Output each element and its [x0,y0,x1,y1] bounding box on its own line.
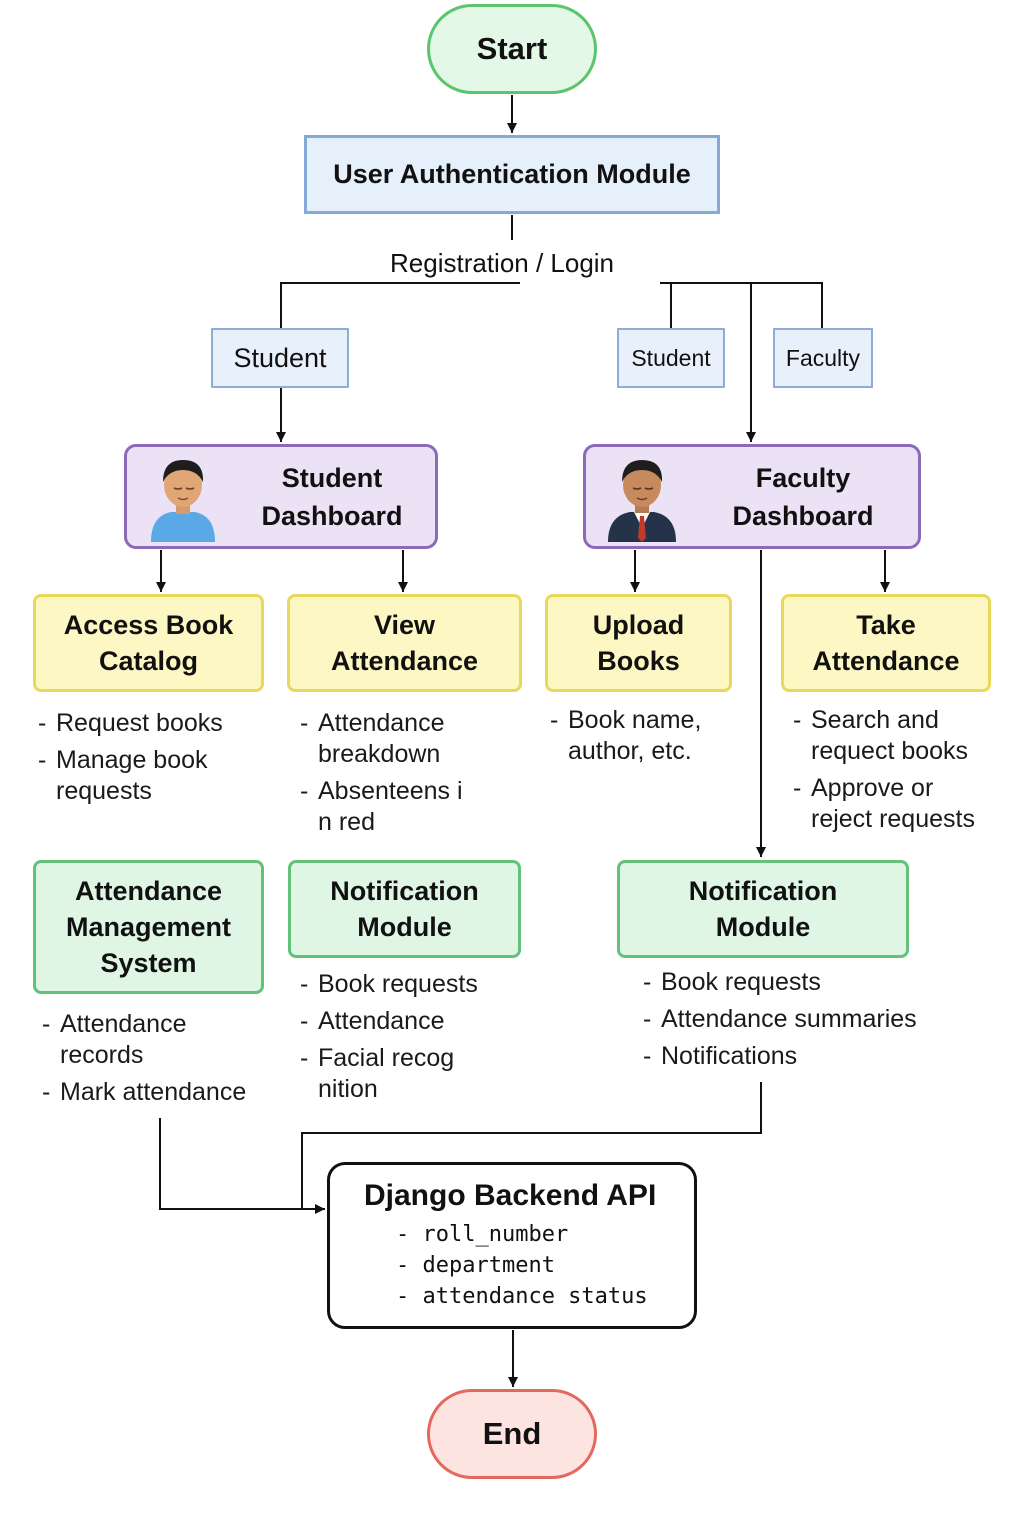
faculty-avatar-icon [608,459,676,542]
end-label: End [482,1416,542,1451]
notification-left-line2: Module [357,912,452,942]
django-backend-api: Django Backend API - roll_number - depar… [327,1162,697,1329]
notification-right-line2: Module [715,912,811,942]
note-item: Attendance summaries [641,1004,981,1035]
edge-to-student-left [280,282,520,328]
auth-module-label: User Authentication Module [333,159,691,189]
faculty-dashboard-line1: Faculty [755,462,851,493]
notification-module-left: Notification Module [288,860,521,958]
role-student-right: Student [617,328,725,388]
view-attendance-line1: View [373,610,436,640]
end-terminal: End [427,1389,597,1479]
access-book-catalog-line2: Catalog [98,646,198,676]
view-attendance: View Attendance [287,594,522,692]
registration-login-label: Registration / Login [390,248,615,278]
note-item: Mark attendance [40,1077,300,1108]
start-terminal: Start [427,4,597,94]
view-attendance-line2: Attendance [330,646,479,676]
take-attendance-notes: Search and requect books Approve or reje… [791,705,1016,841]
attendance-management-system: Attendance Management System [33,860,264,994]
edge-split-right [660,282,823,328]
note-item: Attendance breakdown [298,708,538,770]
notification-left-line1: Notification [330,876,479,906]
faculty-dashboard: Faculty Dashboard [583,444,921,549]
role-student-left: Student [211,328,349,388]
ams-line2: Management [65,912,232,942]
role-student-right-label: Student [631,344,711,371]
edge-notification-backend [301,1082,762,1209]
ams-line3: System [100,948,197,978]
role-faculty: Faculty [773,328,873,388]
ams-notes: Attendance records Mark attendance [40,1009,300,1114]
note-item: Absenteens i n red [298,776,538,838]
take-attendance-line2: Attendance [812,646,960,676]
notification-right-line1: Notification [688,876,838,906]
upload-books-line2: Books [597,646,680,676]
ams-line1: Attendance [74,876,222,906]
faculty-dashboard-line2: Dashboard [732,500,874,531]
note-item: Book name, author, etc. [548,705,748,767]
note-item: Attendance records [40,1009,300,1071]
notification-right-notes: Book requests Attendance summaries Notif… [641,967,981,1078]
backend-field: - attendance status [396,1284,648,1309]
student-dashboard: Student Dashboard [124,444,438,549]
note-item: Facial recog nition [298,1043,538,1105]
note-item: Request books [36,708,276,739]
access-book-catalog-notes: Request books Manage book requests [36,708,276,813]
backend-field: - department [396,1253,555,1278]
backend-title: Django Backend API [364,1179,657,1212]
student-dashboard-line2: Dashboard [261,500,403,531]
upload-books-notes: Book name, author, etc. [548,705,748,773]
note-item: Manage book requests [36,745,276,807]
note-item: Book requests [298,969,538,1000]
note-item: Book requests [641,967,981,998]
access-book-catalog-line1: Access Book [63,610,234,640]
student-avatar-icon [151,459,215,542]
edge-ams-backend [159,1118,325,1214]
take-attendance-line1: Take [856,610,916,640]
notification-module-right: Notification Module [617,860,909,958]
view-attendance-notes: Attendance breakdown Absenteens i n red [298,708,538,844]
backend-field: - roll_number [396,1222,569,1247]
notification-left-notes: Book requests Attendance Facial recog ni… [298,969,538,1111]
note-item: Search and requect books [791,705,1016,767]
user-authentication-module: User Authentication Module [304,135,720,214]
upload-books: Upload Books [545,594,732,692]
start-label: Start [476,31,548,66]
note-item: Attendance [298,1006,538,1037]
note-item: Approve or reject requests [791,773,1016,835]
take-attendance: Take Attendance [781,594,991,692]
role-faculty-label: Faculty [785,344,861,371]
student-dashboard-line1: Student [281,462,383,493]
upload-books-line1: Upload [592,610,685,640]
access-book-catalog: Access Book Catalog [33,594,264,692]
note-item: Notifications [641,1041,981,1072]
role-student-left-label: Student [233,342,327,373]
